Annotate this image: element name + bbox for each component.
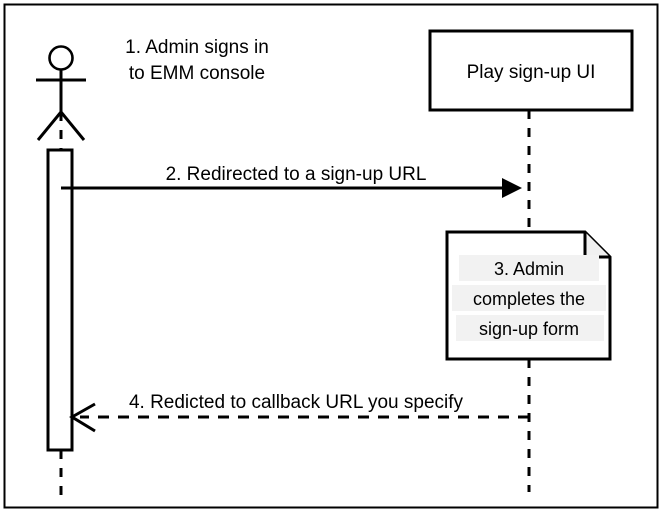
actor-head-icon [48, 45, 74, 71]
message-4-label: 4. Redicted to callback URL you specify [129, 392, 464, 413]
note-line-1: 3. Admin [494, 259, 564, 279]
note-line-2-highlight [452, 285, 606, 311]
step-1-line-2: to EMM console [129, 63, 265, 84]
note-step-3-text: 3. Admin completes the sign-up form [452, 255, 606, 341]
step-1-annotation: 1. Admin signs in to EMM console [125, 37, 269, 84]
step-1-line-1: 1. Admin signs in [125, 37, 269, 58]
message-2-label: 2. Redirected to a sign-up URL [166, 164, 427, 185]
note-line-1-highlight [459, 255, 599, 281]
actor-admin [36, 45, 86, 141]
message-4-arrowhead-icon [69, 402, 96, 433]
note-line-3-highlight [456, 315, 604, 341]
participant-label-play-signup-ui: Play sign-up UI [467, 62, 596, 83]
actor-right-leg-line [59, 111, 86, 141]
message-2-arrowhead-icon [502, 178, 522, 198]
activation-bar-admin [46, 148, 74, 452]
note-line-3: sign-up form [479, 319, 579, 339]
note-line-2: completes the [473, 289, 585, 309]
participant-box-play-signup-ui [428, 29, 634, 112]
actor-left-leg-line [36, 111, 63, 141]
